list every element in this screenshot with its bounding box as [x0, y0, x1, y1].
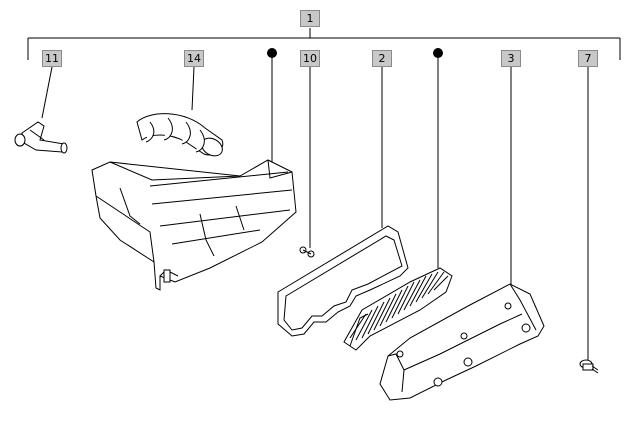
filter-pleats [349, 271, 449, 341]
callout-14: 14 [184, 50, 204, 67]
cover-part [379, 283, 545, 401]
callout-7: 7 [578, 50, 598, 67]
callout-10: 10 [300, 50, 320, 67]
hose-part [14, 121, 68, 154]
clip-part [299, 246, 315, 258]
callout-3: 3 [501, 50, 521, 67]
leader-lines [41, 58, 589, 360]
housing-part [91, 159, 297, 291]
screw-part [579, 359, 599, 374]
callout-11: 11 [42, 50, 62, 67]
callout-1: 1 [300, 10, 320, 27]
bullet-marker-filter [433, 48, 443, 58]
filter-element-part [343, 267, 453, 351]
leader-bracket [27, 28, 621, 60]
bullet-marker-housing [267, 48, 277, 58]
duct-part [136, 113, 224, 157]
callout-2: 2 [372, 50, 392, 67]
gasket-part [277, 225, 409, 337]
